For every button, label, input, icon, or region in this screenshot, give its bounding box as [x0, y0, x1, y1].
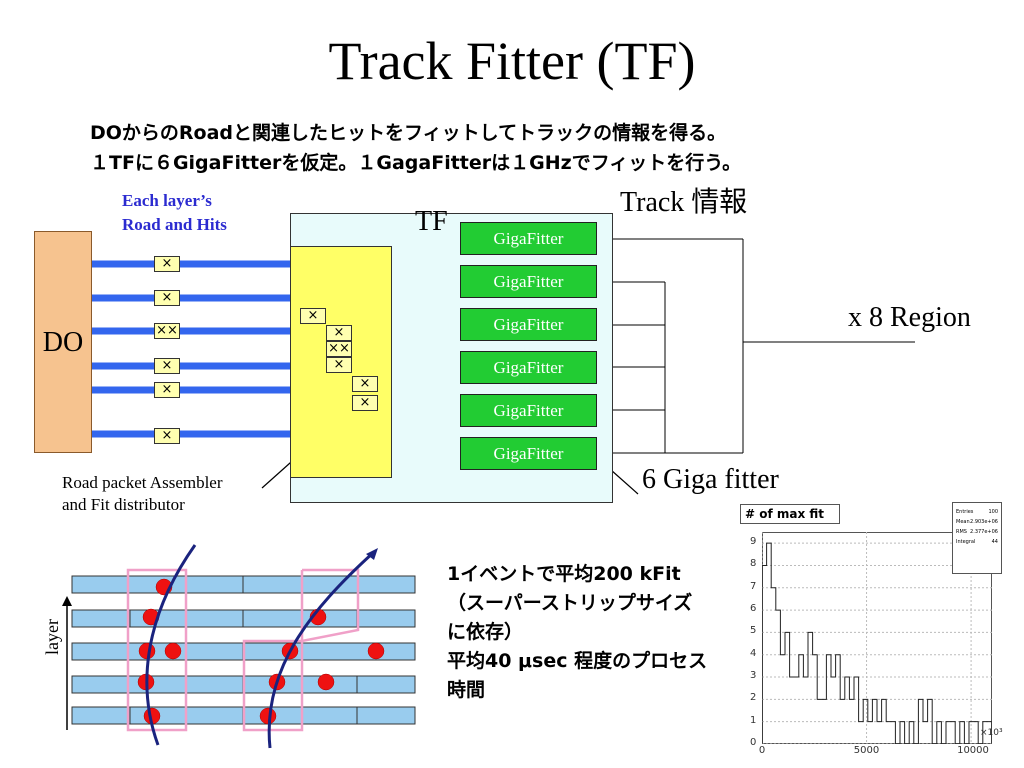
- event-note-3: に依存）: [447, 621, 524, 643]
- hit-mark: ×: [352, 395, 378, 411]
- giga-fitter-count-label: 6 Giga fitter: [642, 464, 779, 495]
- hit-mark: ×: [300, 308, 326, 324]
- x-multiplier-label: ×10³: [980, 728, 1003, 738]
- y-tick-label: 7: [750, 580, 757, 592]
- assembler-label: Road packet Assembler and Fit distributo…: [62, 472, 223, 516]
- event-note-1: 1イベントで平均200 kFit: [447, 563, 681, 585]
- giga-fitter-4: GigaFitter: [460, 351, 597, 384]
- y-tick-label: 6: [750, 603, 757, 615]
- giga-fitter-6: GigaFitter: [460, 437, 597, 470]
- hit-mark: ×: [154, 256, 180, 272]
- y-tick-label: 5: [750, 625, 757, 637]
- y-tick-label: 3: [750, 670, 757, 682]
- hit-mark-double: ××: [154, 323, 180, 339]
- tf-label: TF: [415, 206, 448, 237]
- track-info-label: Track 情報: [620, 187, 748, 218]
- y-tick-label: 1: [750, 714, 757, 726]
- hit-mark: ×: [154, 290, 180, 306]
- giga-fitter-1: GigaFitter: [460, 222, 597, 255]
- event-note-4: 平均40 μsec 程度のプロセス: [447, 650, 708, 672]
- event-note-5: 時間: [447, 679, 486, 701]
- hit-mark-double: ××: [326, 341, 352, 357]
- road-outlines: [126, 568, 360, 732]
- giga-fitter-3: GigaFitter: [460, 308, 597, 341]
- do-bus-lines: [92, 260, 292, 438]
- y-tick-label: 0: [750, 737, 757, 748]
- hit-mark: ×: [326, 325, 352, 341]
- detector-layer-illustration: [62, 544, 416, 749]
- x-tick-label: 0: [758, 745, 766, 756]
- region-label: x 8 Region: [848, 302, 971, 333]
- giga-fitter-output-lines: [597, 238, 915, 454]
- description-line-2: １TFに６GigaFitterを仮定。１GagaFitterは１GHzでフィット…: [90, 152, 742, 174]
- road-hits-label-1: Each layer’s: [122, 191, 212, 210]
- do-block: [34, 231, 92, 453]
- hit-mark: ×: [154, 428, 180, 444]
- histogram-plot: [762, 532, 992, 744]
- event-notes: 1イベントで平均200 kFit （スーパーストリップサイズ に依存） 平均40…: [447, 560, 707, 705]
- x-tick-label: 5000: [853, 745, 880, 756]
- y-tick-label: 9: [750, 536, 757, 548]
- road-hits-label-2: Road and Hits: [122, 215, 227, 234]
- event-note-2: （スーパーストリップサイズ: [447, 592, 693, 614]
- y-tick-label: 4: [750, 647, 757, 659]
- giga-fitter-2: GigaFitter: [460, 265, 597, 298]
- assembler-label-line-1: Road packet Assembler: [62, 473, 223, 492]
- x-tick-label: 10000: [957, 745, 989, 756]
- y-tick-label: 2: [750, 692, 757, 704]
- hit-mark: ×: [352, 376, 378, 392]
- histogram-title: # of max fit: [740, 504, 840, 524]
- slide-title: Track Fitter (TF): [328, 31, 696, 91]
- track-curves: [145, 544, 376, 749]
- y-tick-label: 8: [750, 558, 757, 570]
- description-line-1: DOからのRoadと関連したヒットをフィットしてトラックの情報を得る。: [90, 122, 727, 144]
- hit-mark: ×: [154, 358, 180, 374]
- layer-axis-label: layer: [42, 619, 62, 655]
- hit-dots: [137, 578, 385, 725]
- do-label: DO: [42, 327, 84, 358]
- histogram-steps: [762, 542, 992, 744]
- hit-mark: ×: [154, 382, 180, 398]
- hit-mark: ×: [326, 357, 352, 373]
- giga-fitter-5: GigaFitter: [460, 394, 597, 427]
- assembler-label-line-2: and Fit distributor: [62, 495, 185, 514]
